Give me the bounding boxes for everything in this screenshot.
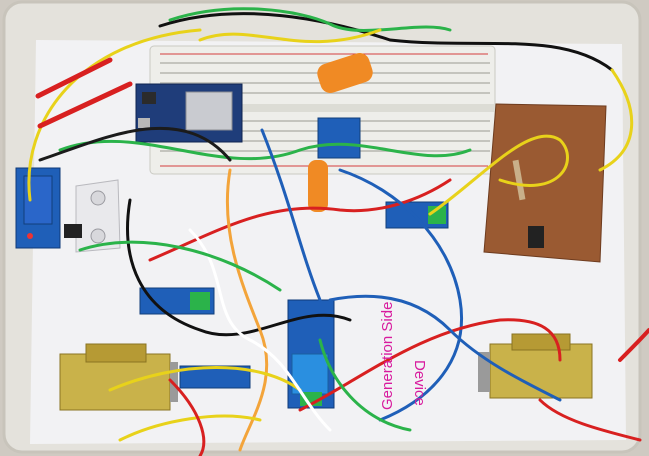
label-line-1: Generation Side (379, 302, 396, 410)
relay-module-left (15, 167, 61, 249)
sensor-module-top (317, 117, 361, 159)
voltage-sensor-module (139, 287, 215, 315)
capacitor (308, 52, 373, 212)
relay-module-center (287, 299, 335, 409)
generation-side-label: Generation Side Device (379, 302, 428, 410)
sensor-module-bottom (179, 365, 251, 389)
terminal-block (64, 179, 121, 253)
label-line-2: Device (411, 360, 428, 406)
wire-bundle (27, 7, 649, 456)
transformer-left (59, 343, 178, 411)
